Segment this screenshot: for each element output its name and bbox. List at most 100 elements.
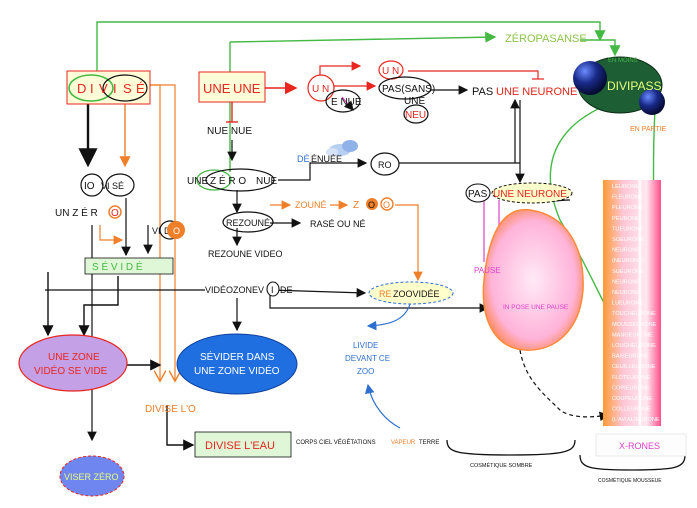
- neurone-list-item: LOUGHEURONE: [612, 343, 656, 349]
- pas-sans-label: PAS(SANS): [382, 84, 435, 95]
- rase-ou-ne-label: RASÉ OU NÉ: [310, 219, 366, 229]
- corps-line: CORPS CIEL VÉGÉTATIONS VAPEUR TERRE: [296, 439, 439, 446]
- une-une-node: UNE UNE: [198, 71, 266, 103]
- corps-b: VAPEUR: [391, 440, 416, 446]
- divise-leau-label: DIVISE L'EAU: [205, 440, 275, 452]
- neurone-list-item: FLEURONE: [612, 195, 643, 201]
- en-moins-label: EN MOINS: [608, 58, 638, 64]
- z-o-o-a: Z: [353, 200, 359, 211]
- neurone-list-item: SOEURONE: [612, 237, 644, 243]
- sevide-label: S É V I D É: [92, 260, 143, 273]
- bracket-cosmetique-mousseuse: [579, 454, 686, 471]
- neurone-list-item: PEURONE: [612, 216, 640, 222]
- black-zero-to-ro: [278, 158, 368, 181]
- viser-zero-ellipse: [59, 455, 125, 497]
- orange-vide-to-lo-2: [150, 84, 175, 380]
- livide-line3: ZOO: [357, 367, 374, 376]
- rezoovidee-b: ZOOVIDÉE: [393, 289, 440, 299]
- neurone-list-item: MANGEURONE: [612, 332, 653, 338]
- un-zero-label: UN Z É R: [55, 206, 98, 219]
- de-enuee-prefix: DÉ: [297, 154, 310, 164]
- corps-c: TERRE: [419, 440, 439, 446]
- bean-header-suffix: UNE NEURONE: [493, 189, 567, 200]
- neurone-list-item: FLOTEURONE: [612, 375, 650, 381]
- divise-node: D I V I S É: [66, 70, 151, 105]
- x-rones-label: X-RONES: [619, 441, 660, 451]
- pas-une-neurone-suffix: UNE NEURONE: [496, 86, 577, 98]
- divipass-ball-right: [639, 89, 665, 115]
- neurone-list-item: (L'AV(AL)EURONE: [612, 417, 660, 423]
- red-un2-right: [408, 70, 539, 79]
- videozonevide-b: I: [271, 285, 274, 295]
- z-o-o-node: Z O O: [353, 197, 394, 211]
- divise-letter-i1: I: [90, 81, 94, 96]
- black-vide-to-bean: [269, 292, 490, 313]
- vi-de-o-a: VI: [152, 226, 161, 236]
- neurone-list-item: MOUSSEURONE: [612, 322, 657, 328]
- pause-label: PAUSE: [474, 266, 501, 275]
- sevider-line1: SÉVIDER DANS: [200, 350, 275, 363]
- black-videozone-to-rezoo: [269, 287, 367, 298]
- zeropasanse-label: ZÉROPASANSE: [505, 32, 587, 45]
- neurone-list-item: COPIEURONE: [612, 385, 650, 391]
- green-line-to-divipass: [580, 39, 621, 57]
- cosmetique-sombre-label: COSMÉTIQUE SOMBRE: [470, 462, 533, 469]
- divipass-ball-left: [573, 61, 607, 95]
- red-un-top: [319, 61, 362, 75]
- blue-up-arrow: [364, 383, 401, 429]
- une-zero-nue-node: UNE Z É R O NUE: [187, 168, 277, 192]
- orange-zero-to-sevide: [99, 225, 124, 245]
- black-vide-to-leau: [166, 405, 195, 451]
- neurone-list-item: COUPEURONE: [612, 396, 652, 402]
- divipass-node: DIVIPASS: [573, 56, 665, 115]
- z-o-o-c: O: [383, 200, 390, 210]
- pas-une-neurone-prefix: PAS: [472, 86, 493, 98]
- divise-letter-s: S: [123, 81, 132, 96]
- green-line-zeropasanse: [229, 31, 497, 43]
- divipass-label: DIVIPASS: [607, 79, 661, 93]
- vi-se-circle: [105, 173, 135, 197]
- zoune-label: ZOUNÉ: [295, 200, 327, 210]
- videozonevide-c: DE: [280, 285, 293, 295]
- pas-une-neurone-node: PAS UNE NEURONE: [472, 86, 577, 98]
- en-partie-label: EN PARTIE: [630, 126, 667, 133]
- ro-circle: [370, 152, 400, 176]
- neurone-list: LEURONEFLEURONEPLEURONEPEURONETUEURONESO…: [612, 184, 660, 423]
- ro-label: RO: [378, 160, 392, 170]
- z-o-o-dot: [366, 198, 378, 210]
- livide-line1: LIVIDE: [353, 341, 378, 350]
- rezoune-video-label: REZOUNE VIDEO: [208, 249, 283, 259]
- de-enuee-node: DÉ ÉNUÉE: [297, 140, 358, 164]
- une-zero-nue-a: UNE: [187, 176, 208, 187]
- divise-letter-v: V: [99, 81, 108, 96]
- cosmetique-mousseuse-label: COSMÉTIQUE MOUSSEUE: [598, 477, 662, 484]
- un-zero-o: O: [111, 208, 119, 219]
- u-n-1: U N: [312, 84, 329, 95]
- livide-line2: DEVANT CE: [345, 354, 390, 363]
- rezoovidee-oval: [368, 281, 454, 305]
- neurone-list-item: (NEURONE): [612, 258, 644, 264]
- corps-a: CORPS CIEL VÉGÉTATIONS: [296, 439, 376, 446]
- neurone-list-item: NEURONE: [612, 248, 640, 254]
- pink-une-down: [341, 96, 354, 111]
- u-n-cluster: U N E NUE: [307, 74, 362, 113]
- viser-zero-label: VISER ZÉRO: [64, 472, 119, 482]
- blue-rezoo-to-livide: [366, 303, 411, 331]
- divise-leau-box: [194, 431, 292, 458]
- une-zero-nue-c: NUE: [256, 176, 277, 187]
- nue-nue-label: NUE NUE: [207, 126, 252, 137]
- pas-une-neurone-bean-header: PAS UNE NEURONE: [465, 182, 573, 204]
- vi-se-label: VI SÉ: [101, 181, 124, 191]
- une-zero-nue-b: Z É R O: [210, 174, 246, 187]
- neurone-list-item: LUEURONE: [612, 301, 643, 307]
- bracket-cosmetique-sombre: [446, 439, 576, 456]
- rezoune-label: REZOUNÉ: [226, 218, 270, 228]
- une-zone-video-line2: VIDÉO SE VIDE: [34, 364, 108, 377]
- rezoovidee-a: RE: [379, 289, 392, 299]
- divise-letter-d: D: [77, 81, 86, 96]
- black-sevide-to-zonevideo: [78, 276, 119, 337]
- u-n-2: U N: [382, 66, 399, 77]
- une-label: UNE: [404, 96, 425, 107]
- divise-lo-label: DIVISE L'O: [145, 404, 196, 415]
